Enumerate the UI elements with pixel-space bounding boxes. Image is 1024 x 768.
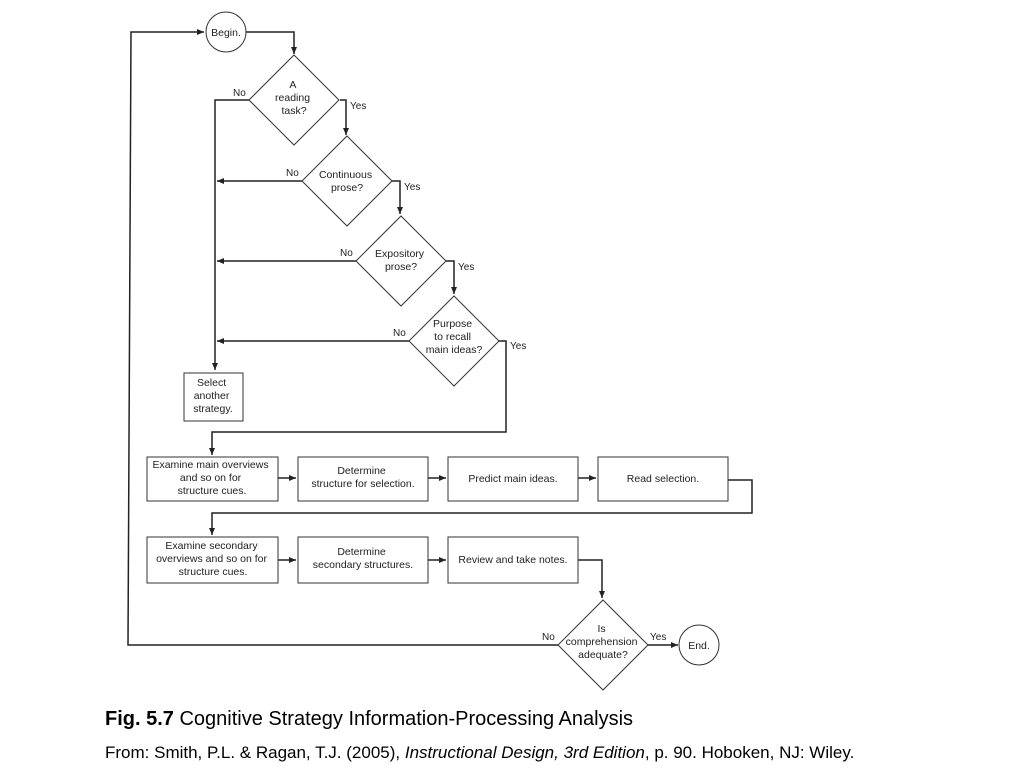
flowchart: Begin. A reading task? Continuous prose?… <box>127 11 753 691</box>
begin-node: Begin. <box>205 11 247 53</box>
connectors <box>127 29 753 648</box>
svg-text:Is comprehension a: Is comprehension adequate? <box>566 623 641 661</box>
svg-text:Purpose to recall: Purpose to recall main ideas? <box>426 318 483 356</box>
svg-text:A reading task?: A reading task? <box>275 79 313 117</box>
svg-text:Select another str: Select another strategy. <box>193 377 233 415</box>
svg-text:Examine main overviews a: Examine main overviews and so on for str… <box>152 459 271 497</box>
svg-text:End.: End. <box>688 640 710 652</box>
source-prefix: From: Smith, P.L. & Ragan, T.J. (2005), <box>105 743 405 762</box>
process-determine-secondary-structures: Determine secondary structures. <box>297 536 429 584</box>
decision-comprehension-adequate: Is comprehension adequate? <box>557 599 649 691</box>
svg-text:Read selection.: Read selection. <box>627 473 699 485</box>
branch-label-no-expository: No <box>340 248 353 259</box>
branch-label-yes-reading: Yes <box>350 101 366 112</box>
connector-purpose-yes <box>209 340 507 455</box>
connector-continuous-yes <box>392 180 403 214</box>
svg-text:Begin.: Begin. <box>211 27 241 39</box>
decision-reading-task: A reading task? <box>248 54 340 146</box>
svg-text:Predict main ideas.: Predict main ideas. <box>468 473 557 485</box>
svg-text:Determine structure for: Determine structure for selection. <box>311 465 414 490</box>
process-examine-main-overviews: Examine main overviews and so on for str… <box>146 456 279 502</box>
end-node: End. <box>678 624 720 666</box>
process-review-take-notes: Review and take notes. <box>447 536 579 584</box>
source-suffix: , p. 90. Hoboken, NJ: Wiley. <box>644 743 855 762</box>
source-citation: From: Smith, P.L. & Ragan, T.J. (2005), … <box>105 742 965 768</box>
branch-label-yes-comprehension: Yes <box>650 632 666 643</box>
branch-label-yes-continuous: Yes <box>404 182 420 193</box>
figure-number: Fig. 5.7 <box>105 708 174 730</box>
branch-label-yes-expository: Yes <box>458 262 474 273</box>
connector-review-to-comprehension <box>578 559 605 598</box>
decision-expository-prose: Expository prose? <box>355 215 447 307</box>
svg-text:Examine secondary overvi: Examine secondary overviews and so on fo… <box>156 540 270 578</box>
branch-label-no-comprehension: No <box>542 632 555 643</box>
source-book-title: Instructional Design, 3rd Edition <box>404 743 645 762</box>
process-select-another-strategy: Select another strategy. <box>183 372 244 422</box>
svg-text:Continuous prose?: Continuous prose? <box>319 169 375 194</box>
branch-label-no-continuous: No <box>286 168 299 179</box>
figure-caption: Fig. 5.7 Cognitive Strategy Information-… <box>105 708 633 731</box>
process-examine-secondary-overviews: Examine secondary overviews and so on fo… <box>146 536 279 584</box>
process-determine-structure: Determine structure for selection. <box>297 456 429 502</box>
connector-expository-yes <box>446 260 457 294</box>
connector-reading-yes <box>340 99 349 135</box>
svg-text:Determine secondary stru: Determine secondary structures. <box>313 546 413 571</box>
connector-read-to-row2 <box>209 479 753 535</box>
decision-purpose-recall: Purpose to recall main ideas? <box>408 295 500 387</box>
figure-title: Cognitive Strategy Information-Processin… <box>179 708 634 730</box>
branch-label-no-reading: No <box>233 88 246 99</box>
branch-label-no-purpose: No <box>393 328 406 339</box>
decision-continuous-prose: Continuous prose? <box>301 135 393 227</box>
branch-label-yes-purpose: Yes <box>510 341 526 352</box>
connector-comprehension-no <box>127 29 558 646</box>
process-predict-main-ideas: Predict main ideas. <box>447 456 579 502</box>
branch-labels: No Yes No Yes No Yes No Yes No Yes <box>233 88 666 643</box>
svg-text:Expository prose?: Expository prose? <box>375 248 427 273</box>
connector-reading-no <box>212 99 249 370</box>
svg-text:Review and take notes.: Review and take notes. <box>458 554 567 566</box>
process-read-selection: Read selection. <box>597 456 729 502</box>
connector-begin-to-reading <box>246 31 297 54</box>
